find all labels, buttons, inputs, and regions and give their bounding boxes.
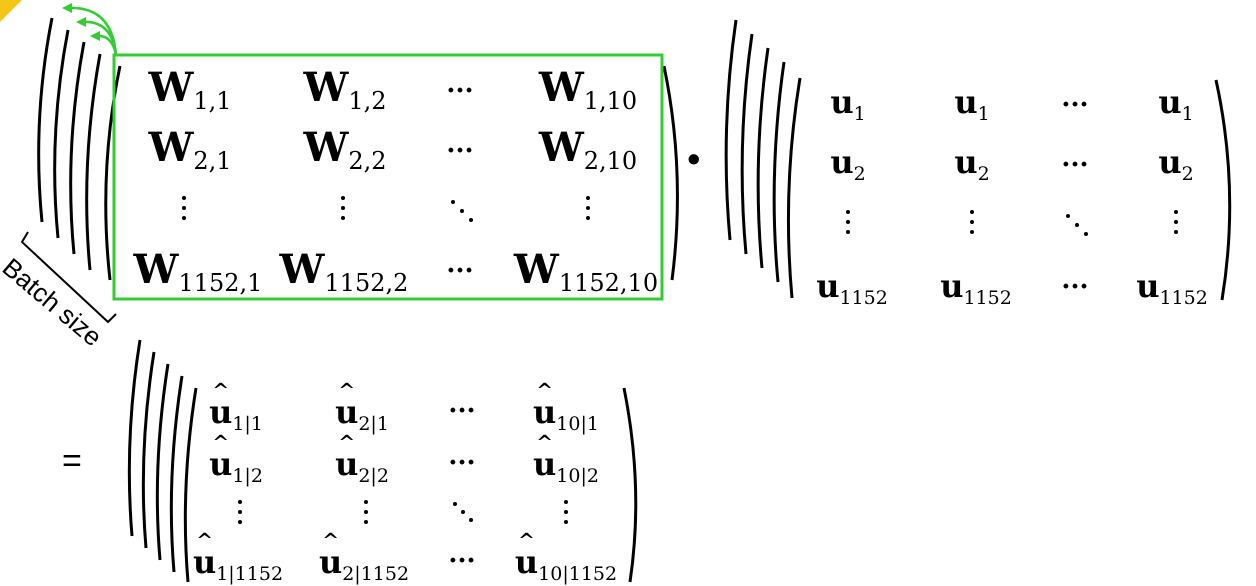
w-hdots-2: ··· — [446, 136, 474, 166]
matrix-w-highlight-box — [112, 53, 664, 301]
u-hdots-2: ··· — [1061, 150, 1089, 180]
u-hdots-1: ··· — [1061, 90, 1089, 120]
u-cell-1-n: u1 — [1158, 83, 1194, 125]
uhat-cell-2-2: u2|2 — [335, 448, 389, 486]
u-cell-1152-n: u1152 — [1136, 267, 1208, 309]
u-cell-2-1: u2 — [830, 143, 866, 185]
u-cell-1-1: u1 — [830, 83, 866, 125]
uhat-hdots-2: ··· — [448, 448, 476, 478]
stack-bracket-2 — [53, 29, 70, 239]
w-ddots — [451, 200, 473, 222]
matrix-u-left-paren — [786, 77, 802, 299]
stack-bracket-4 — [85, 53, 102, 271]
u-ddots — [1066, 214, 1088, 236]
equals-sign: = — [62, 442, 82, 480]
w-cell-2-2: W2,2 — [303, 124, 387, 175]
w-cell-1152-10: W1152,10 — [513, 246, 659, 297]
uhat-cell-1-2: u2|1 — [335, 396, 389, 434]
matrix-w-right-paren — [662, 65, 679, 281]
matrix-w-stack — [20, 3, 679, 324]
w-cell-2-1: W2,1 — [148, 124, 232, 175]
w-vdots-1 — [181, 196, 187, 226]
w-cell-1152-1: W1152,1 — [133, 246, 263, 297]
uhat-cell-1-1: u1|1 — [209, 396, 263, 434]
uhat-cell-1152-2: u2|1152 — [319, 546, 409, 584]
u-vdots-3 — [1173, 210, 1179, 240]
uhat-cell-1152-10: u10|1152 — [515, 546, 617, 584]
uhat-cell-2-1: u1|2 — [209, 448, 263, 486]
w-cell-1-1: W1,1 — [148, 64, 232, 115]
u-cell-1152-2: u1152 — [940, 267, 1012, 309]
w-cell-1-10: W1,10 — [538, 64, 638, 115]
uhat-hdots-3: ··· — [448, 546, 476, 576]
u-cell-1-2: u1 — [954, 83, 990, 125]
w-hdots-1: ··· — [446, 76, 474, 106]
u-cell-2-2: u2 — [954, 143, 990, 185]
uhat-vdots-1 — [237, 500, 243, 530]
w-cell-1-2: W1,2 — [303, 64, 387, 115]
w-vdots-3 — [585, 196, 591, 226]
stack-bracket-1 — [37, 17, 54, 223]
w-vdots-2 — [340, 196, 346, 226]
matrix-uhat-right-paren — [622, 387, 638, 583]
uhat-cell-1-10: u10|1 — [533, 396, 599, 434]
u-vdots-1 — [845, 210, 851, 240]
matrix-u-stack — [724, 19, 1232, 301]
stack-bracket-3 — [69, 41, 86, 255]
u-vdots-2 — [969, 210, 975, 240]
u-cell-1152-1: u1152 — [816, 267, 888, 309]
uhat-ddots — [453, 502, 475, 524]
u-cell-2-n: u2 — [1158, 143, 1194, 185]
uhat-vdots-3 — [563, 500, 569, 530]
matrix-uhat-left-paren — [183, 387, 198, 583]
green-arrowhead-1 — [62, 3, 72, 13]
u-hdots-3: ··· — [1061, 272, 1089, 302]
corner-mark — [0, 0, 22, 22]
w-cell-1152-2: W1152,2 — [279, 246, 409, 297]
w-hdots-3: ··· — [446, 256, 474, 286]
matrix-u-right-paren — [1214, 79, 1232, 301]
green-arrowhead-3 — [90, 31, 100, 41]
dot-operator: · — [684, 127, 704, 193]
batch-size-bracket — [20, 231, 117, 324]
uhat-cell-2-10: u10|2 — [533, 448, 599, 486]
w-cell-2-10: W2,10 — [538, 124, 638, 175]
uhat-vdots-2 — [363, 500, 369, 530]
green-arrowhead-2 — [76, 17, 86, 27]
uhat-cell-1152-1: u1|1152 — [193, 546, 283, 584]
uhat-hdots-1: ··· — [448, 396, 476, 426]
matrix-uhat-stack — [127, 339, 638, 583]
